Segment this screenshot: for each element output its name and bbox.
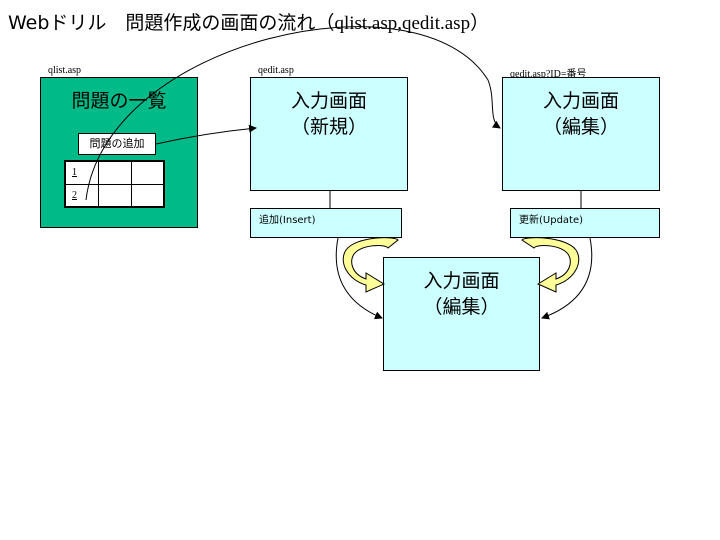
screen-edit-top-line1: 入力画面 <box>542 90 619 112</box>
page-title: Webドリル 問題作成の画面の流れ（qlist.asp,qedit.asp） <box>8 8 489 35</box>
title-main: Webドリル 問題作成の画面の流れ <box>8 12 316 34</box>
screen-edit-bottom: 入力画面 （編集） <box>383 257 540 371</box>
table-row: 1 <box>64 160 165 185</box>
add-question-button[interactable]: 問題の追加 <box>78 133 156 155</box>
loop-arrow-left <box>342 237 399 293</box>
caption-qedit-new: qedit.asp <box>258 65 294 76</box>
screen-new-line1: 入力画面 <box>290 90 367 112</box>
screen-edit-top: 入力画面 （編集） <box>502 77 660 191</box>
arrow-link-to-edit <box>85 26 501 201</box>
arrow-insert-to-edit <box>335 237 383 320</box>
caption-qedit-id: qedit.asp?ID=番号 <box>510 69 587 80</box>
question-link-2[interactable]: 2 <box>64 183 99 208</box>
question-list-table: 1 2 <box>64 160 165 208</box>
table-row: 2 <box>64 183 165 208</box>
insert-button[interactable]: 追加(Insert) <box>250 208 402 238</box>
arrow-update-to-edit <box>541 237 593 320</box>
caption-qlist: qlist.asp <box>48 65 82 76</box>
screen-new-line2: （新規） <box>290 116 367 138</box>
screen-edit-bottom-line1: 入力画面 <box>423 270 500 292</box>
list-heading: 問題の一覧 <box>71 90 167 112</box>
screen-new: 入力画面 （新規） <box>250 77 408 191</box>
screen-edit-top-line2: （編集） <box>542 116 619 138</box>
loop-arrow-right <box>521 237 580 293</box>
arrow-add-to-new <box>155 124 257 145</box>
screen-edit-bottom-line2: （編集） <box>423 296 500 318</box>
title-files: （qlist.asp,qedit.asp） <box>315 13 490 34</box>
update-button[interactable]: 更新(Update) <box>510 208 660 238</box>
